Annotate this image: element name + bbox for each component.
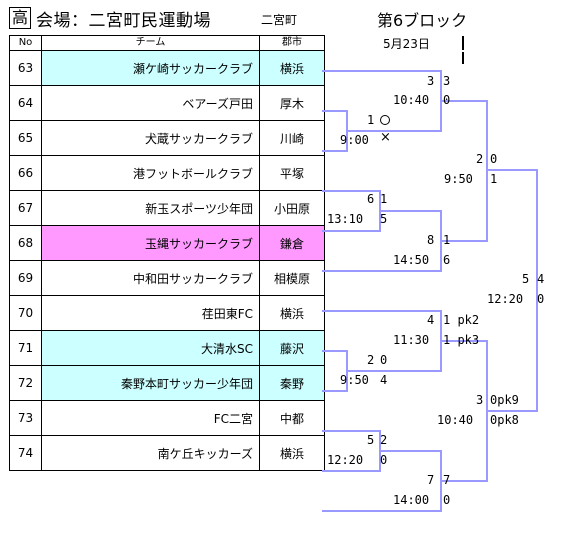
match-8-no: 8 (427, 233, 435, 247)
round2-b-score-top: 0pk9 (490, 393, 519, 407)
match-2-no: 2 (367, 353, 375, 367)
bracket-line (441, 340, 488, 482)
bracket-line (487, 169, 538, 412)
win-mark-icon (380, 115, 390, 125)
match-4-time: 11:30 (393, 333, 430, 347)
match-2-score-bot: 4 (380, 373, 388, 387)
team-no: 71 (9, 330, 42, 366)
team-no: 72 (9, 365, 42, 401)
round2-a-no: 2 (476, 152, 484, 166)
match-7-time: 14:00 (393, 493, 430, 507)
region-label: 二宮町 (261, 13, 298, 27)
match-8-score-top: 1 (443, 233, 451, 247)
team-name: 新玉スポーツ少年団 (41, 190, 260, 226)
team-no: 66 (9, 155, 42, 191)
team-city: 小田原 (259, 190, 325, 226)
match-7-score-top: 7 (443, 473, 451, 487)
match-2-score-top: 0 (380, 353, 388, 367)
match-1-time: 9:00 (340, 133, 369, 147)
round2-b-time: 10:40 (437, 413, 474, 427)
match-8-score-bot: 6 (443, 253, 451, 267)
team-city: 中都 (259, 400, 325, 436)
round2-b-no: 3 (476, 393, 484, 407)
loss-mark-icon: × (380, 130, 391, 145)
header-divider-1 (462, 36, 464, 50)
team-city: 平塚 (259, 155, 325, 191)
team-name: 南ケ丘キッカーズ (41, 435, 260, 471)
team-no: 70 (9, 295, 42, 331)
match-5-time: 12:20 (327, 453, 364, 467)
match-8-time: 14:50 (393, 253, 430, 267)
match-6-score-top: 1 (380, 192, 388, 206)
team-name: FC二宮 (41, 400, 260, 436)
match-3-score-top: 3 (443, 74, 451, 88)
team-city: 鎌倉 (259, 225, 325, 261)
final-no: 5 (522, 272, 530, 286)
team-city: 秦野 (259, 365, 325, 401)
match-5-score-top: 2 (380, 433, 388, 447)
team-city: 川崎 (259, 120, 325, 156)
match-6-score-bot: 5 (380, 212, 388, 226)
match-1-no: 1 (367, 113, 375, 127)
team-no: 74 (9, 435, 42, 471)
team-city: 横浜 (259, 295, 325, 331)
final-score-top: 4 (537, 272, 545, 286)
team-name: 犬蔵サッカークラブ (41, 120, 260, 156)
match-7-score-bot: 0 (443, 493, 451, 507)
team-name: ベアーズ戸田 (41, 85, 260, 121)
round2-a-score-bot: 1 (490, 172, 498, 186)
match-5-score-bot: 0 (380, 453, 388, 467)
match-6-time: 13:10 (327, 212, 364, 226)
team-city: 藤沢 (259, 330, 325, 366)
match-3-score-bot: 0 (443, 93, 451, 107)
block-title: 第6ブロック (377, 11, 468, 30)
final-score-bot: 0 (537, 292, 545, 306)
team-no: 67 (9, 190, 42, 226)
team-name: 大清水SC (41, 330, 260, 366)
bracket-line (441, 100, 488, 242)
round2-b-score-bot: 0pk8 (490, 413, 519, 427)
team-city: 横浜 (259, 435, 325, 471)
category-badge: 高 (9, 7, 31, 29)
match-6-no: 6 (367, 192, 375, 206)
venue-title: 会場：二宮町民運動場 (36, 11, 211, 31)
team-no: 65 (9, 120, 42, 156)
match-4-no: 4 (427, 313, 435, 327)
match-4-score-bot: 1 pk3 (443, 333, 480, 347)
team-city: 横浜 (259, 50, 325, 86)
team-city: 厚木 (259, 85, 325, 121)
match-3-time: 10:40 (393, 93, 430, 107)
final-time: 12:20 (487, 292, 524, 306)
match-4-score-top: 1 pk2 (443, 313, 480, 327)
header-divider-2 (462, 52, 464, 64)
team-no: 73 (9, 400, 42, 436)
team-no: 63 (9, 50, 42, 86)
round2-a-score-top: 0 (490, 152, 498, 166)
date-label: 5月23日 (383, 37, 430, 51)
match-7-no: 7 (427, 473, 435, 487)
team-name: 秦野本町サッカー少年団 (41, 365, 260, 401)
match-5-no: 5 (367, 433, 375, 447)
round2-a-time: 9:50 (444, 172, 473, 186)
team-name: 玉縄サッカークラブ (41, 225, 260, 261)
team-name: 港フットボールクラブ (41, 155, 260, 191)
match-2-time: 9:50 (340, 373, 369, 387)
match-3-no: 3 (427, 74, 435, 88)
